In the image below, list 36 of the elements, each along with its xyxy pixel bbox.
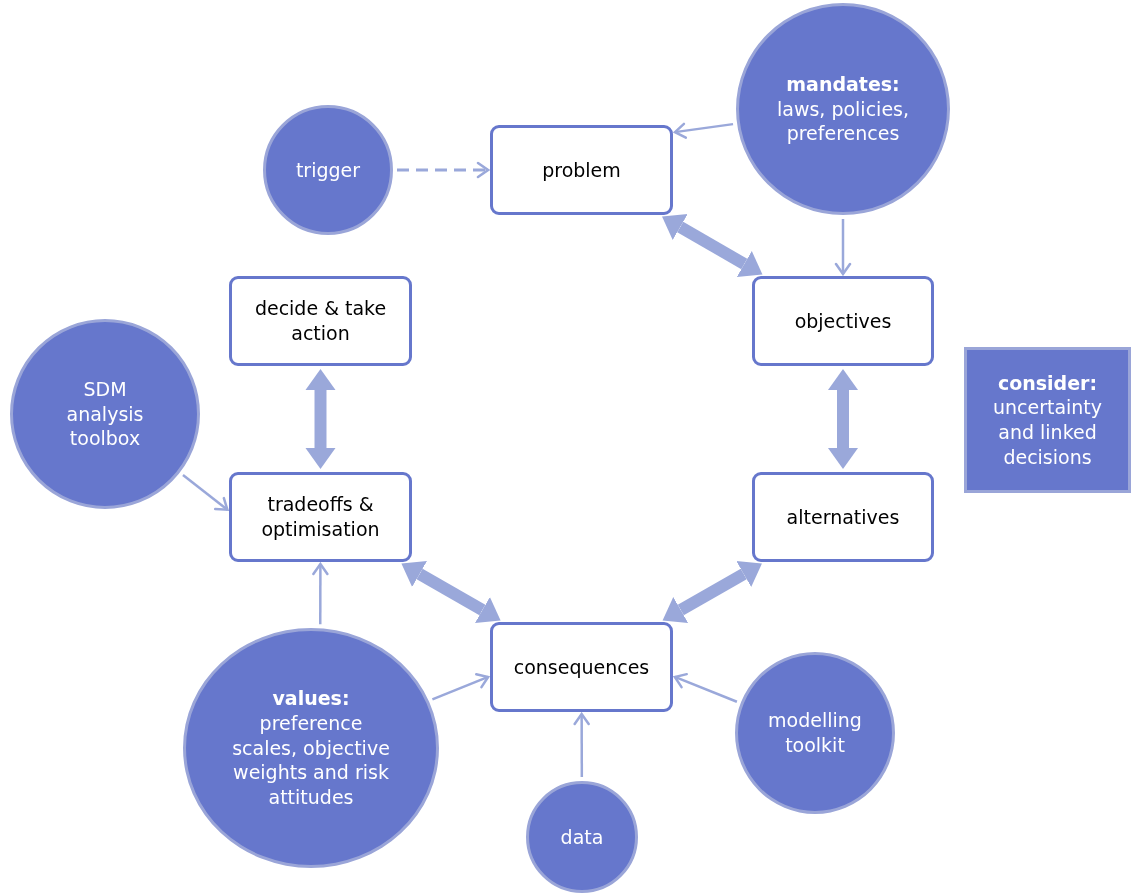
arrow xyxy=(401,560,501,624)
arrow xyxy=(397,161,490,179)
arrow xyxy=(673,122,734,139)
arrow xyxy=(834,219,852,276)
arrow xyxy=(662,214,763,277)
arrow xyxy=(182,474,229,511)
process-box xyxy=(752,472,934,562)
process-box xyxy=(490,622,673,712)
process-box xyxy=(490,125,673,215)
note-box xyxy=(964,347,1131,493)
process-box xyxy=(229,276,412,366)
node-label: problem xyxy=(542,157,621,183)
process-box xyxy=(752,276,934,366)
arrow xyxy=(673,672,738,703)
node-label: decide & take action xyxy=(253,296,388,346)
node-label: trigger xyxy=(295,157,361,183)
node-label: consequences xyxy=(513,654,650,680)
process-box xyxy=(229,472,412,562)
arrow xyxy=(573,712,590,777)
arrow xyxy=(305,369,336,469)
node-label: data xyxy=(560,824,604,850)
arrow xyxy=(828,369,858,469)
node-label: tradeoffs & optimisation xyxy=(260,492,381,542)
node-label: alternatives xyxy=(786,504,900,530)
heading-text: values: xyxy=(272,686,350,711)
heading-text: mandates: xyxy=(786,71,900,97)
node-label: SDM analysis toolbox xyxy=(65,376,145,452)
arrow xyxy=(662,560,762,624)
body-text: preference scales, objective weights and risk attitudes xyxy=(231,710,391,810)
node-label: objectives xyxy=(794,308,892,334)
node-label: modelling toolkit xyxy=(767,708,863,758)
heading-text: consider: xyxy=(997,370,1098,396)
arrow xyxy=(312,562,329,625)
body-text: uncertainty and linked decisions xyxy=(991,395,1104,470)
body-text: laws, policies, preferences xyxy=(775,96,910,147)
arrow xyxy=(431,672,490,701)
